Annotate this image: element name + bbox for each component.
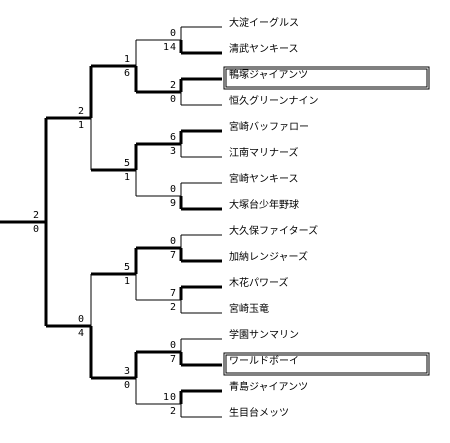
round1-score-top: 0 [170, 28, 177, 39]
team-highlight-box-inner [225, 68, 428, 88]
round1-score-bottom: 2 [170, 406, 177, 417]
final-score-bottom: 0 [33, 224, 40, 235]
round1-score-bottom: 14 [163, 42, 177, 53]
quarterfinal-score-top: 5 [124, 262, 131, 273]
quarterfinal-score-bottom: 0 [124, 380, 131, 391]
quarterfinal-score-bottom: 1 [124, 276, 131, 287]
team-name: 恒久グリーンナイン [229, 94, 319, 107]
round1-score-bottom: 3 [170, 146, 177, 157]
round1-score-bottom: 7 [170, 250, 177, 261]
round1-score-bottom: 7 [170, 354, 177, 365]
round1-score-top: 0 [170, 340, 177, 351]
round1-score-top: 6 [170, 132, 177, 143]
team-name: 木花パワーズ [229, 276, 289, 289]
round1-score-top: 2 [170, 80, 177, 91]
team-name: 大塚台少年野球 [229, 198, 299, 211]
round1-score-top: 0 [170, 236, 177, 247]
round1-score-top: 10 [163, 392, 177, 403]
semifinal-score-bottom: 4 [78, 328, 85, 339]
team-name: 宮崎玉竜 [229, 302, 269, 315]
team-highlight-box-inner [225, 354, 428, 374]
team-name: 清武ヤンキース [229, 42, 299, 55]
quarterfinal-score-bottom: 6 [124, 68, 131, 79]
team-name: 青島ジャイアンツ [229, 380, 308, 393]
quarterfinal-score-top: 3 [124, 366, 131, 377]
team-name: 大久保ファイターズ [229, 224, 318, 237]
team-name: 生目台メッツ [229, 406, 289, 419]
team-name: 加納レンジャーズ [229, 250, 308, 263]
quarterfinal-score-top: 5 [124, 158, 131, 169]
team-name: 江南マリナーズ [229, 146, 299, 159]
semifinal-score-top: 2 [78, 106, 85, 117]
final-score-top: 2 [33, 210, 40, 221]
quarterfinal-score-top: 1 [124, 54, 131, 65]
round1-score-bottom: 0 [170, 94, 177, 105]
round1-score-top: 0 [170, 184, 177, 195]
round1-score-top: 7 [170, 288, 177, 299]
team-name: ワールドボーイ [229, 355, 299, 367]
team-name: 学園サンマリン [229, 328, 299, 341]
quarterfinal-score-bottom: 1 [124, 172, 131, 183]
team-name: 大淀イーグルス [229, 16, 299, 29]
team-name: 鴨塚ジャイアンツ [229, 68, 308, 81]
semifinal-score-top: 0 [78, 314, 85, 325]
round1-score-bottom: 9 [170, 198, 177, 209]
round1-score-bottom: 2 [170, 302, 177, 313]
team-name: 宮崎バッファロー [229, 120, 309, 133]
semifinal-score-bottom: 1 [78, 120, 85, 131]
team-name: 宮崎ヤンキース [229, 172, 299, 185]
